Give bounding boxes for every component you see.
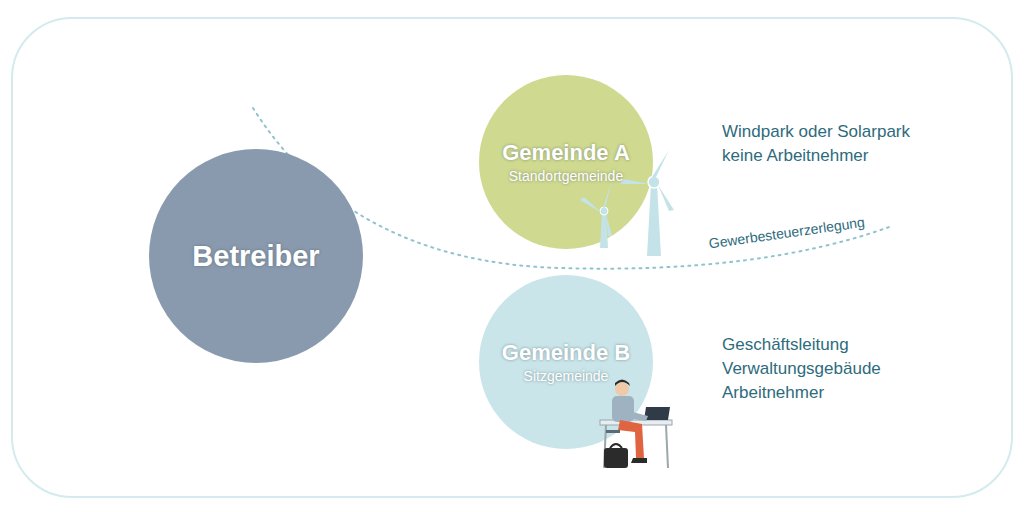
site-note: keine Arbeitnehmer (722, 146, 868, 166)
curve-label: Gewerbesteuerzerlegung (705, 213, 869, 252)
site-note: Windpark oder Solarpark (722, 122, 910, 142)
seat-note: Verwaltungsgebäude (722, 359, 881, 379)
operator-circle: Betreiber (149, 149, 363, 363)
seat-note: Arbeitnehmer (722, 383, 824, 403)
node-subtitle: Standortgemeinde (509, 168, 623, 186)
node-title: Gemeinde B (502, 339, 630, 367)
outer-frame (12, 18, 1012, 497)
node-subtitle: Sitzgemeinde (524, 368, 609, 386)
node-title: Betreiber (192, 238, 319, 274)
node-title: Gemeinde A (502, 139, 630, 167)
municipality-circle: Gemeinde AStandortgemeinde (479, 75, 653, 249)
seat-note: Geschäftsleitung (722, 335, 849, 355)
